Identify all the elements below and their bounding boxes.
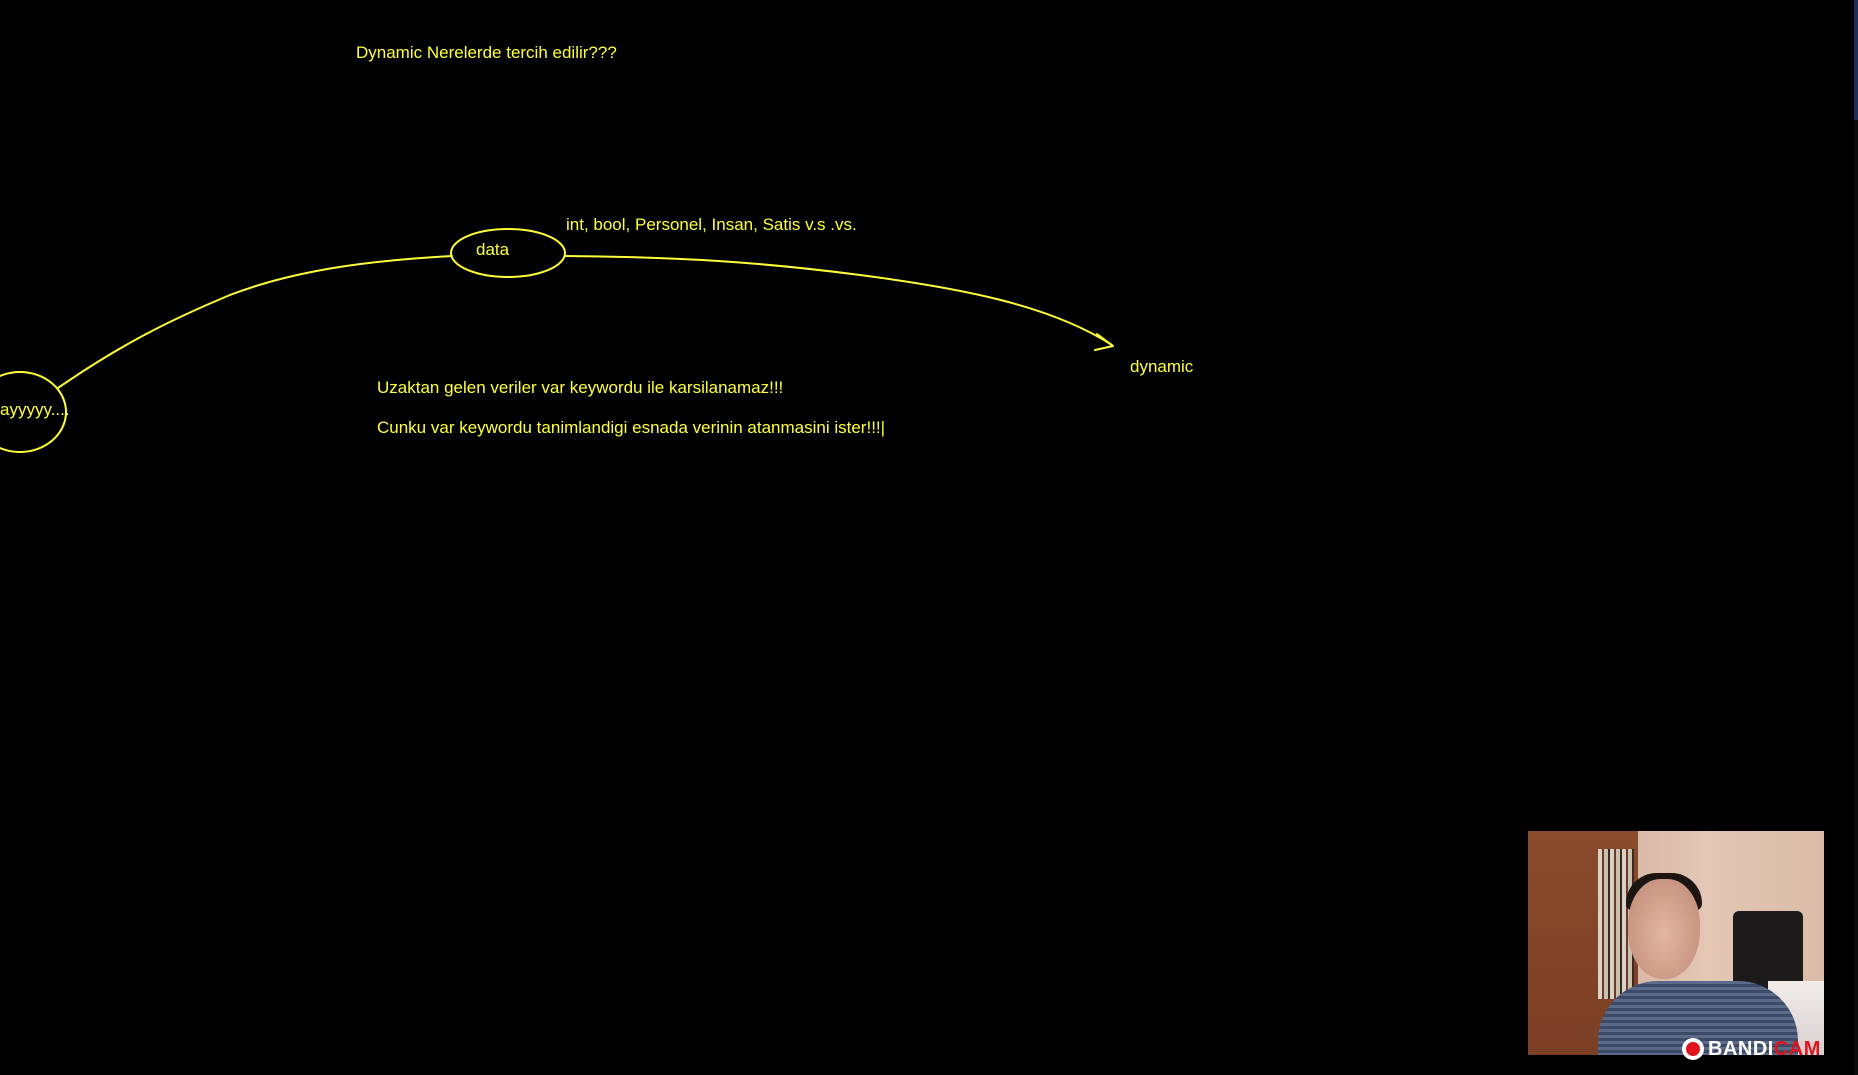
bandicam-logo-text: BANDICAM bbox=[1708, 1038, 1821, 1060]
types-note: int, bool, Personel, Insan, Satis v.s .v… bbox=[566, 215, 857, 234]
record-icon bbox=[1682, 1038, 1704, 1060]
scrollbar[interactable] bbox=[1854, 0, 1858, 1075]
note-line-1: Uzaktan gelen veriler var keywordu ile k… bbox=[377, 378, 784, 397]
bandicam-watermark: BANDICAM bbox=[1682, 1036, 1821, 1062]
scrollbar-thumb[interactable] bbox=[1854, 0, 1858, 120]
webcam-overlay bbox=[1528, 831, 1824, 1055]
data-circle bbox=[450, 228, 566, 278]
arc-data-to-dynamic bbox=[564, 255, 1113, 346]
dynamic-label: dynamic bbox=[1130, 357, 1194, 376]
note-line-2: Cunku var keywordu tanimlandigi esnada v… bbox=[377, 418, 886, 437]
left-circle-label: ayyyyy.... bbox=[0, 400, 70, 419]
data-label: data bbox=[476, 240, 510, 259]
arc-left-to-data bbox=[57, 255, 453, 389]
arrow-head bbox=[1094, 333, 1114, 351]
page-title: Dynamic Nerelerde tercih edilir??? bbox=[356, 43, 617, 62]
left-circle bbox=[0, 371, 67, 453]
